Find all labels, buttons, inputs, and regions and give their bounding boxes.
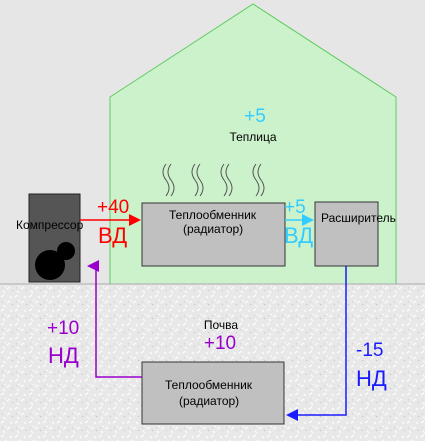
flow-hot-temperature: +40	[97, 197, 129, 218]
compressor-label: Компрессор	[16, 218, 84, 232]
compressor-icon	[35, 242, 75, 280]
heat-exchanger-top-line1: Теплообменник	[169, 208, 257, 222]
soil-temperature: +10	[204, 333, 236, 354]
flow-warm-temperature: +5	[284, 197, 306, 218]
flow-arrow-return	[87, 260, 142, 378]
flow-cold-pressure: НД	[356, 366, 387, 391]
heat-waves-icon	[162, 163, 265, 197]
heat-exchanger-top-line2: (радиатор)	[183, 222, 243, 236]
soil-label: Почва	[204, 318, 239, 332]
flow-warm-pressure: ВД	[284, 223, 313, 248]
flow-arrow-cold	[286, 266, 347, 421]
heat-exchanger-bottom-box	[141, 361, 285, 425]
flow-return-pressure: НД	[48, 343, 79, 368]
greenhouse-temperature: +5	[244, 106, 266, 127]
greenhouse-label: Теплица	[229, 130, 276, 144]
expander-label: Расширитель	[321, 211, 396, 225]
heat-exchanger-bottom-line1: Теплообменник	[165, 378, 253, 392]
flow-hot-pressure: ВД	[98, 223, 127, 248]
heat-exchanger-bottom-line2: (радиатор)	[179, 394, 239, 408]
flow-cold-temperature: -15	[356, 340, 383, 361]
expander-box	[314, 201, 379, 267]
flow-return-temperature: +10	[47, 318, 79, 339]
heat-exchanger-top-box	[141, 202, 286, 267]
